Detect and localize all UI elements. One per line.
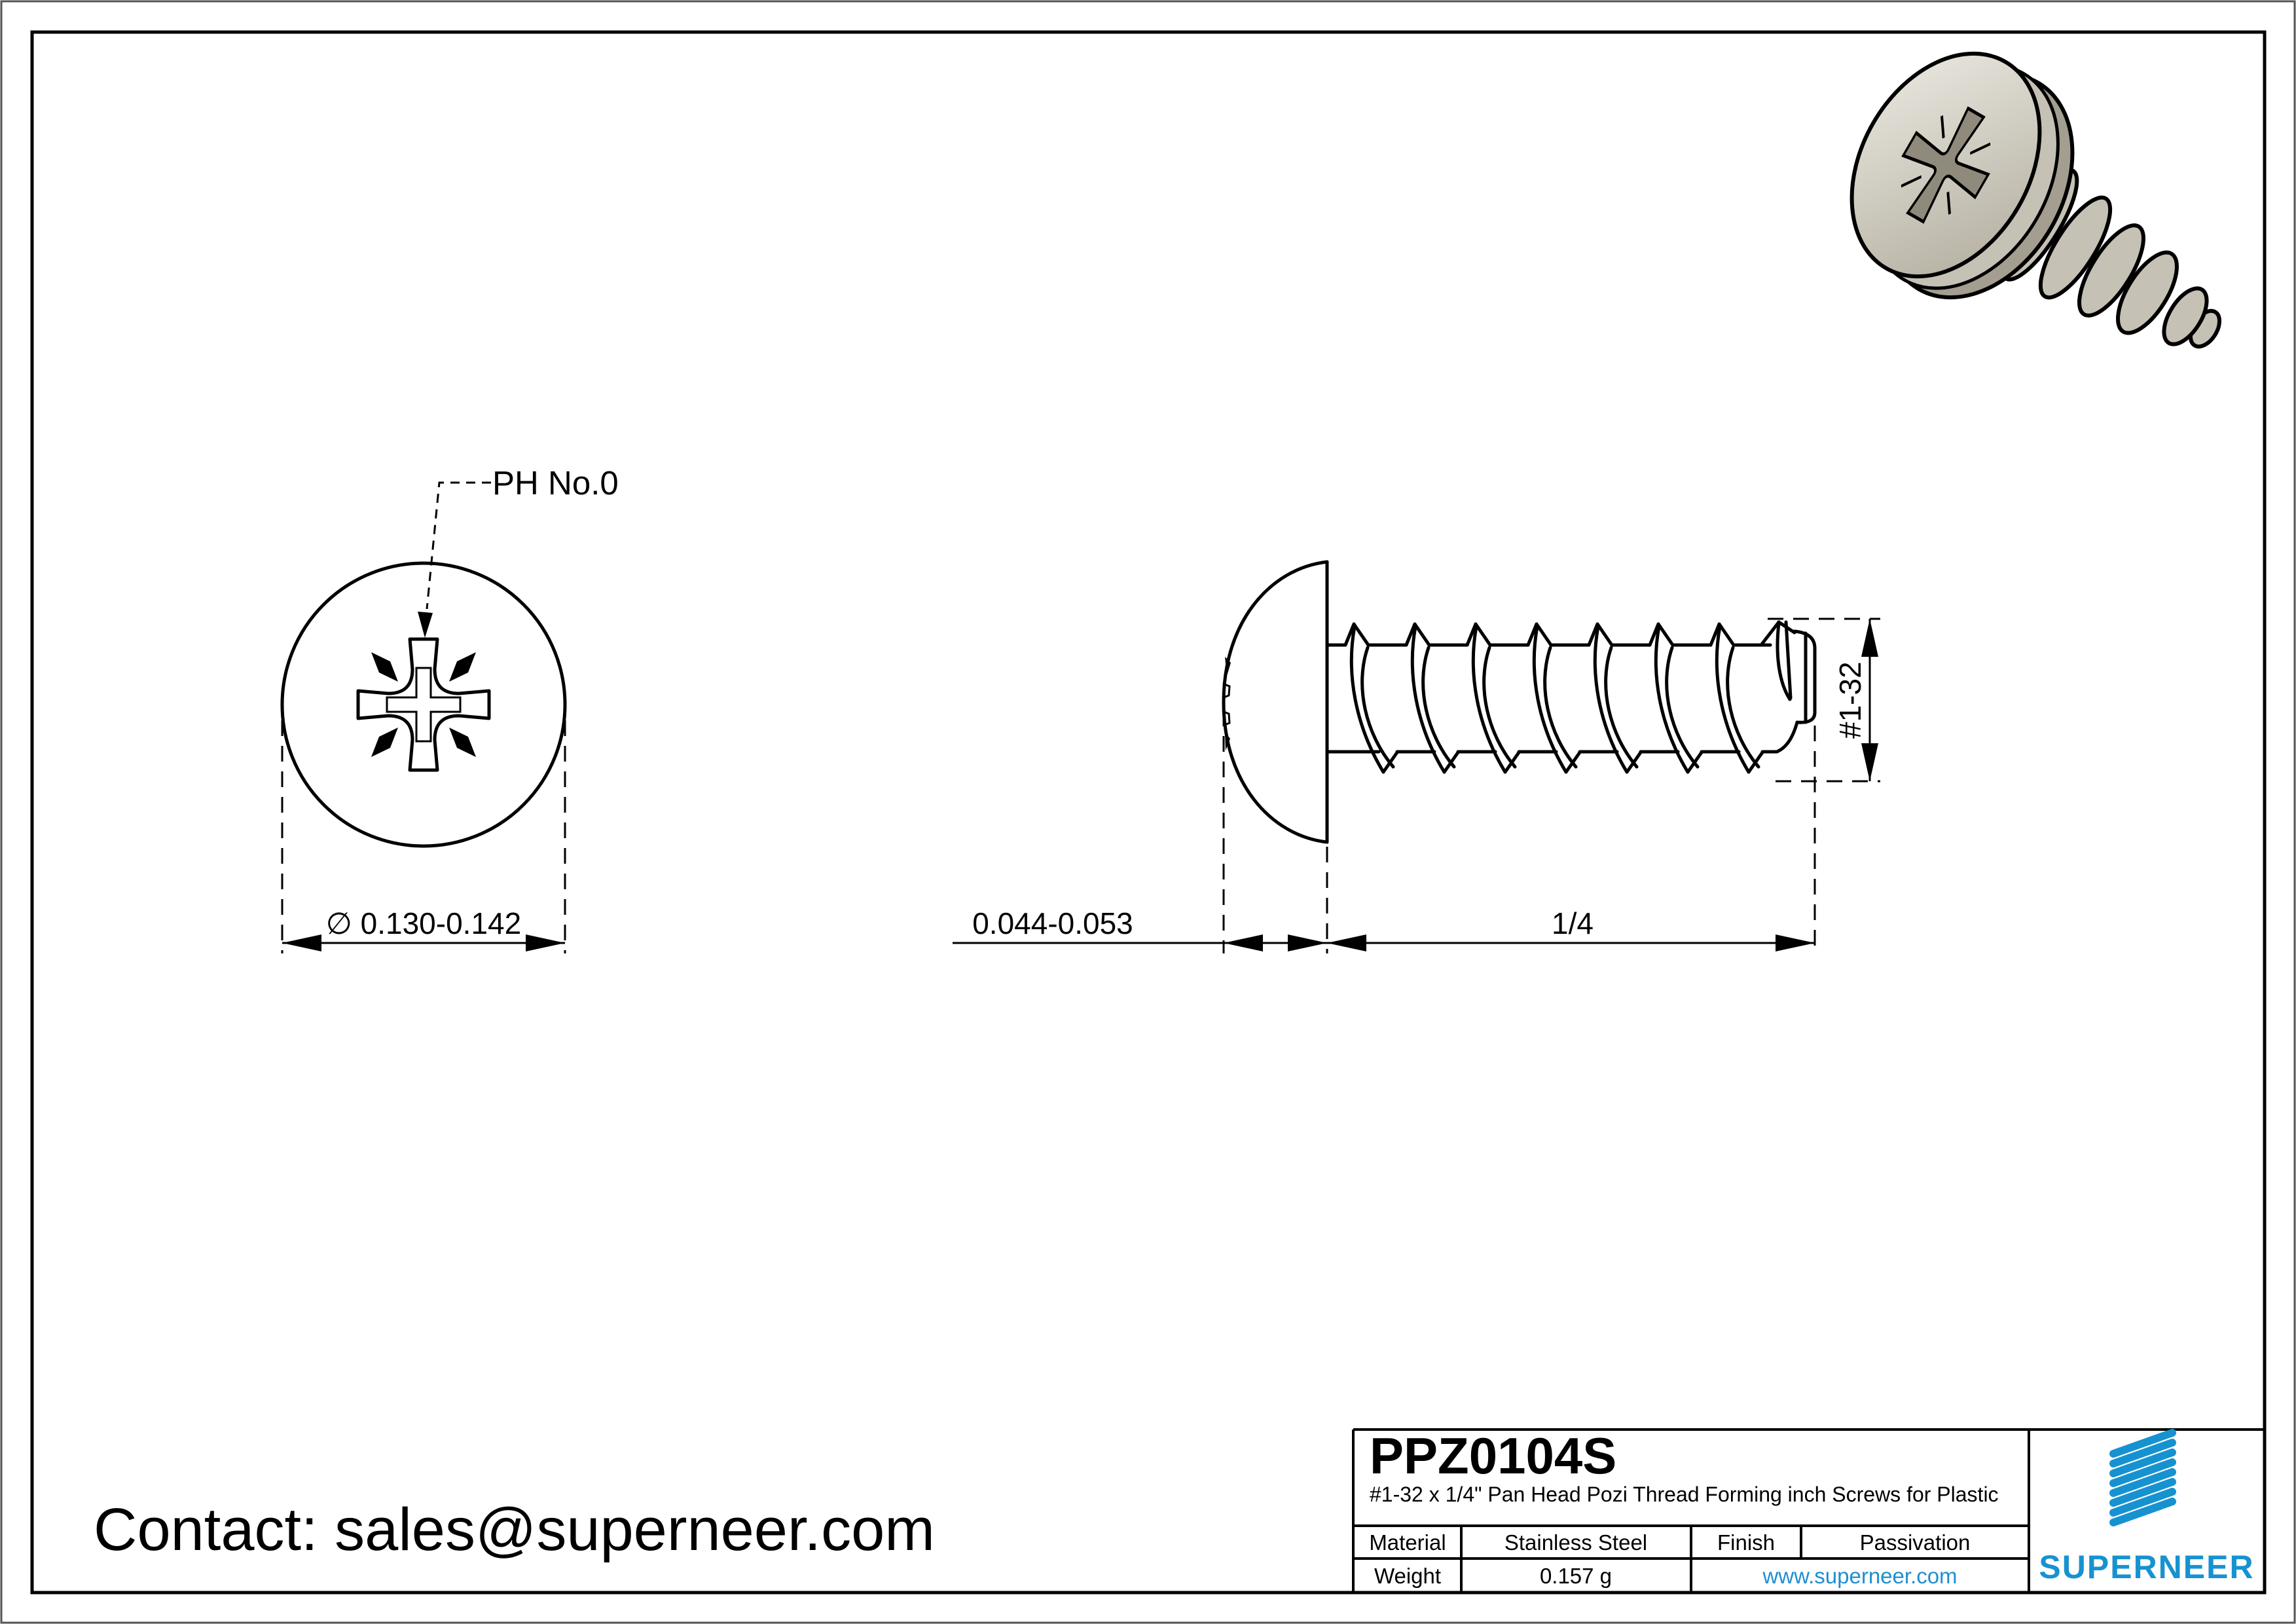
- dim-arrow-right: [526, 934, 565, 951]
- side-view: #1-32 0.044-0.053 1/4: [953, 560, 1880, 953]
- title-block: PPZ0104S #1-32 x 1/4" Pan Head Pozi Thre…: [1352, 1427, 2265, 1593]
- head-dim-arrow-right: [1288, 934, 1327, 951]
- inner-border: [30, 30, 2267, 1595]
- part-description: #1-32 x 1/4" Pan Head Pozi Thread Formin…: [1370, 1483, 1999, 1506]
- head-height-dim-text: 0.044-0.053: [972, 906, 1133, 940]
- length-dim-arrow-left: [1327, 934, 1366, 951]
- pozi-tick-sw: [371, 728, 398, 757]
- dim-arrow-up: [1861, 619, 1878, 657]
- recess-section-step-lower: [1222, 710, 1231, 727]
- weight-value: 0.157 g: [1540, 1564, 1612, 1588]
- head-dome: [1222, 560, 1329, 844]
- front-view: PH No.0 ∅ 0.130-0.142: [280, 464, 619, 953]
- length-dim-text: 1/4: [1552, 906, 1594, 940]
- weight-label: Weight: [1374, 1564, 1441, 1588]
- recess-section-step-upper: [1222, 682, 1231, 699]
- pozi-inner-cross: [386, 667, 462, 743]
- thread-coil: [2038, 195, 2113, 300]
- material-value: Stainless Steel: [1504, 1530, 1647, 1555]
- thread-coil: [2116, 250, 2179, 335]
- material-label: Material: [1369, 1530, 1446, 1555]
- thread-coil: [2077, 223, 2145, 318]
- diameter-dim-text: ∅ 0.130-0.142: [326, 906, 521, 940]
- leader-line: [426, 481, 491, 610]
- shank-root-lines: [1325, 643, 1779, 754]
- side-head: [1222, 560, 1329, 844]
- recess-section-tick-upper: [1225, 657, 1231, 676]
- leader-arrowhead: [418, 612, 433, 638]
- screw-tip: [1759, 620, 1817, 754]
- pozi-tick-nw: [371, 652, 398, 682]
- recess-callout-label: PH No.0: [492, 464, 619, 502]
- website-link[interactable]: www.superneer.com: [1762, 1564, 1957, 1588]
- finish-value: Passivation: [1860, 1530, 1971, 1555]
- thread-coil: [2162, 286, 2209, 346]
- dim-arrow-left: [282, 934, 321, 951]
- brand-logo: SUPERNEER: [2039, 1429, 2254, 1585]
- pozi-recess-3d: [1901, 106, 1991, 224]
- thread-size-dimension: #1-32: [1768, 618, 1880, 783]
- length-dimensions: 0.044-0.053 1/4: [953, 710, 1816, 953]
- diameter-dimension: ∅ 0.130-0.142: [281, 720, 566, 953]
- head-dim-arrow-left: [1224, 934, 1263, 951]
- part-number: PPZ0104S: [1370, 1427, 1616, 1485]
- render-3d: [1850, 51, 2222, 349]
- logo-stripes-icon: [2109, 1429, 2176, 1526]
- contact-line: Contact: sales@superneer.com: [94, 1496, 935, 1563]
- finish-label: Finish: [1717, 1530, 1775, 1555]
- pozi-tick-se: [449, 728, 476, 757]
- dim-arrow-down: [1861, 743, 1878, 781]
- recess-callout: PH No.0: [418, 464, 619, 638]
- recess-section-tick-lower: [1225, 732, 1230, 750]
- thread-dim-text: #1-32: [1833, 661, 1867, 739]
- brand-name: SUPERNEER: [2039, 1549, 2254, 1585]
- length-dim-arrow-right: [1776, 934, 1815, 951]
- pozi-recess: [356, 637, 491, 772]
- pozi-tick-ne: [449, 652, 476, 682]
- title-block-lines: [1352, 1428, 2265, 1593]
- head-outline-circle: [280, 561, 567, 848]
- pozi-outer-cross: [356, 637, 491, 772]
